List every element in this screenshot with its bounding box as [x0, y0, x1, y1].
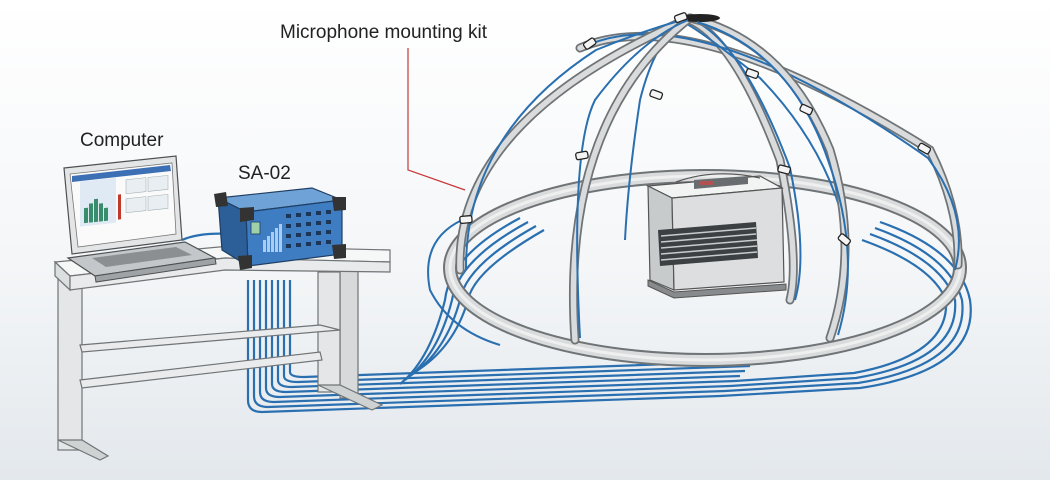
kit-leader-line	[407, 48, 466, 191]
microphone-group	[459, 12, 932, 246]
dome-cables-front	[427, 19, 849, 346]
computer-label: Computer	[80, 130, 164, 151]
microphone-mounting-kit-label: Microphone mounting kit	[280, 22, 487, 43]
microphone-icon	[575, 150, 589, 161]
signal-analyzer-icon	[214, 187, 346, 270]
microphone-icon	[837, 233, 851, 246]
heater-icon	[645, 173, 787, 299]
microphone-icon	[917, 142, 932, 155]
microphone-icon	[582, 37, 597, 50]
microphone-icon	[459, 215, 473, 224]
microphone-icon	[745, 68, 760, 79]
microphone-icon	[777, 164, 792, 175]
cable-bundle	[181, 217, 972, 414]
laptop-icon	[63, 155, 217, 283]
equipment-table	[53, 245, 391, 461]
microphone-icon	[649, 89, 664, 100]
microphone-icon	[799, 103, 814, 116]
dome-front-arcs	[455, 13, 850, 345]
microphone-icon	[673, 12, 688, 23]
analyzer-label: SA-02	[238, 163, 291, 184]
